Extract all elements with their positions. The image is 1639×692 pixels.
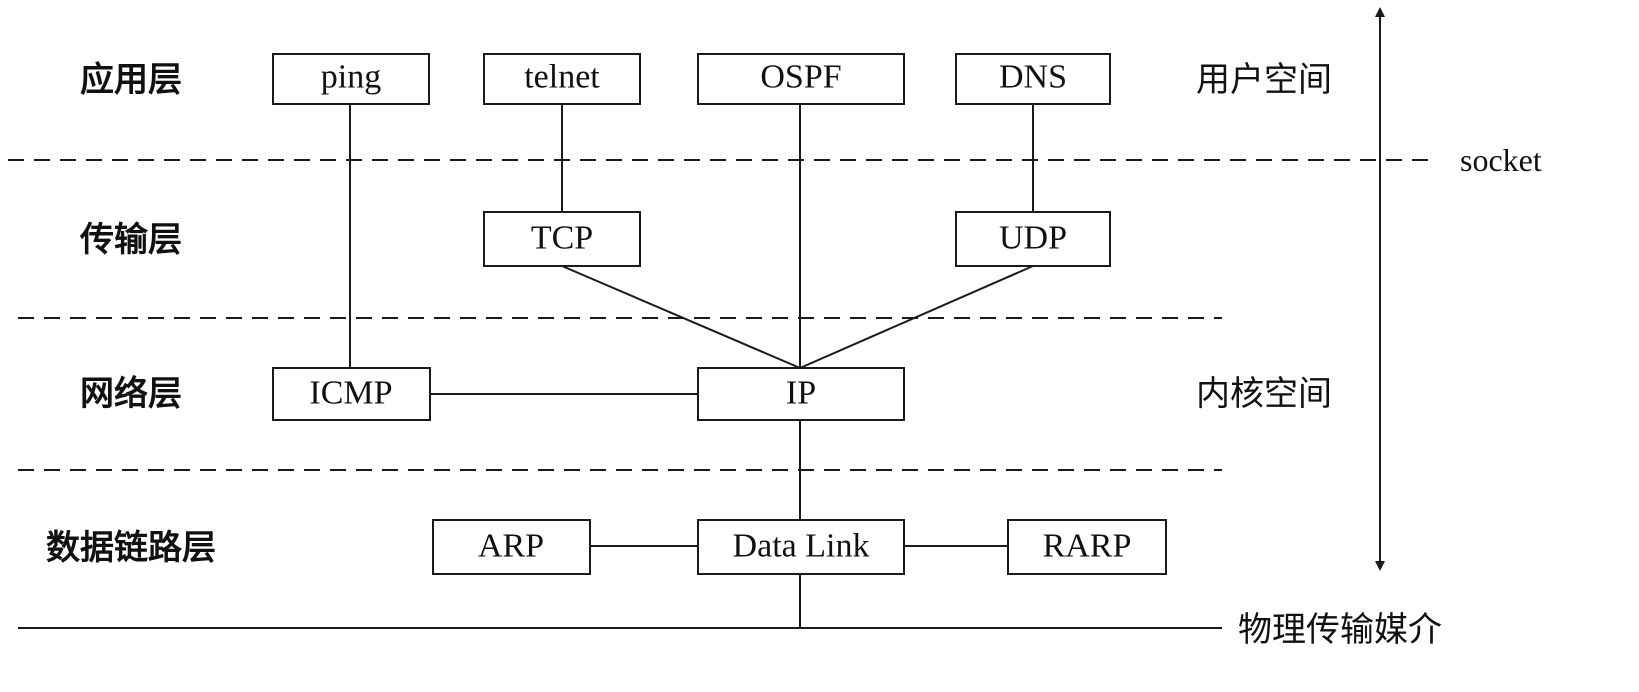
datalink-label: Data Link (733, 528, 870, 565)
application-layer-label: 应用层 (80, 60, 182, 100)
icmp-label: ICMP (309, 375, 392, 412)
dns-box: DNS (955, 53, 1111, 105)
ping-box: ping (272, 53, 430, 105)
ip-box: IP (697, 367, 905, 421)
arp-label: ARP (478, 528, 544, 565)
ping-label: ping (321, 59, 381, 96)
telnet-box: telnet (483, 53, 641, 105)
tcp-ip-link (561, 265, 801, 369)
udp-ip-link (799, 265, 1034, 369)
socket-label: socket (1460, 142, 1542, 178)
dns-label: DNS (999, 59, 1067, 96)
rarp-label: RARP (1043, 528, 1132, 565)
datalink-layer-label: 数据链路层 (46, 528, 216, 568)
rarp-box: RARP (1007, 519, 1167, 575)
tcp-label: TCP (531, 220, 593, 257)
udp-box: UDP (955, 211, 1111, 267)
udp-label: UDP (999, 220, 1067, 257)
ip-label: IP (786, 375, 816, 412)
ospf-label: OSPF (760, 59, 841, 96)
transport-layer-label: 传输层 (79, 220, 182, 260)
icmp-box: ICMP (272, 367, 431, 421)
physical-medium-label: 物理传输媒介 (1238, 610, 1442, 650)
ospf-box: OSPF (697, 53, 905, 105)
tcp-box: TCP (483, 211, 641, 267)
telnet-label: telnet (524, 59, 600, 96)
network-layer-label: 网络层 (80, 374, 182, 414)
arp-box: ARP (432, 519, 591, 575)
user-space-label: 用户空间 (1196, 60, 1332, 100)
datalink-box: Data Link (697, 519, 905, 575)
kernel-space-label: 内核空间 (1196, 374, 1332, 414)
